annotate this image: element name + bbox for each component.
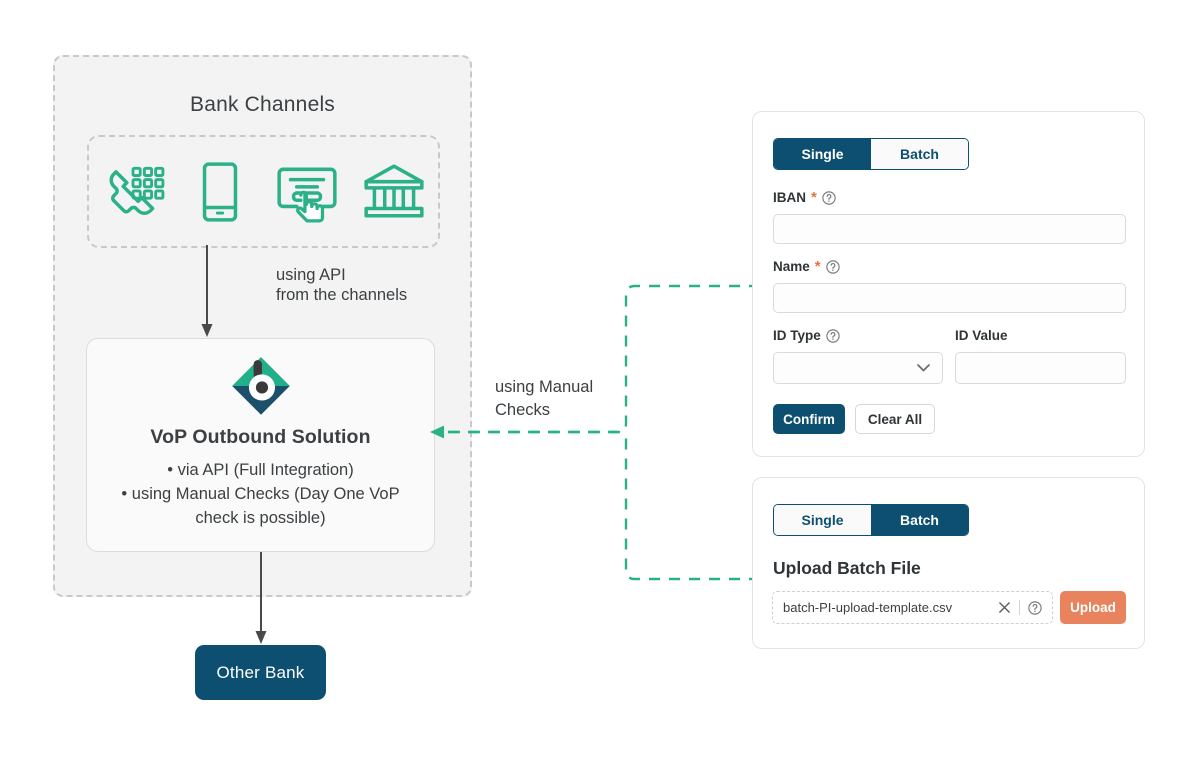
vop-outbound-solution-card: VoP Outbound Solution via API (Full Inte… xyxy=(86,338,435,552)
iban-input[interactable] xyxy=(773,214,1126,244)
vop-card-title: VoP Outbound Solution xyxy=(150,426,371,448)
id-type-label: ID Type xyxy=(773,328,840,343)
clear-all-button-label: Clear All xyxy=(867,411,923,427)
tab-batch-label: Batch xyxy=(900,512,939,528)
confirm-button[interactable]: Confirm xyxy=(773,404,845,434)
single-check-panel: Single Batch IBAN * Name * ID Type xyxy=(752,111,1145,457)
tab-single-label: Single xyxy=(801,146,844,162)
name-label: Name * xyxy=(773,259,840,274)
help-icon[interactable] xyxy=(826,328,840,343)
tab-batch-label: Batch xyxy=(900,146,939,162)
tab-single[interactable]: Single xyxy=(774,505,871,535)
vop-card-bullets: via API (Full Integration) using Manual … xyxy=(101,458,421,530)
help-icon[interactable] xyxy=(825,259,840,274)
other-bank-box: Other Bank xyxy=(195,645,326,700)
vop-bullet-item: via API (Full Integration) xyxy=(101,458,421,482)
id-value-label: ID Value xyxy=(955,328,1008,343)
divider xyxy=(1019,600,1020,615)
batch-upload-panel: Single Batch Upload Batch File batch-PI-… xyxy=(752,477,1145,649)
iban-label-text: IBAN xyxy=(773,190,806,205)
tab-batch[interactable]: Batch xyxy=(871,139,968,169)
id-value-label-text: ID Value xyxy=(955,328,1008,343)
iban-label: IBAN * xyxy=(773,190,836,205)
upload-button[interactable]: Upload xyxy=(1060,591,1126,624)
vop-brand-logo xyxy=(231,357,290,415)
channel-icons-group xyxy=(87,135,440,248)
name-label-text: Name xyxy=(773,259,810,274)
api-flow-arrow xyxy=(201,245,213,337)
bank-channels-title: Bank Channels xyxy=(189,93,336,116)
api-arrow-label: using API from the channels xyxy=(276,266,408,304)
other-bank-label: Other Bank xyxy=(216,662,305,682)
bank-building-icon xyxy=(364,163,424,217)
mobile-phone-icon xyxy=(202,161,238,222)
tab-batch[interactable]: Batch xyxy=(871,505,968,535)
tab-single-label: Single xyxy=(801,512,844,528)
tab-single[interactable]: Single xyxy=(774,139,871,169)
atm-terminal-icon xyxy=(277,167,337,223)
phone-keypad-icon xyxy=(109,166,164,215)
manual-checks-label: using Manual Checks xyxy=(495,378,594,419)
upload-button-label: Upload xyxy=(1070,600,1116,615)
required-asterisk: * xyxy=(811,189,817,206)
batch-panel-tab-group[interactable]: Single Batch xyxy=(773,504,969,536)
manual-checks-connector xyxy=(430,284,760,581)
close-icon[interactable] xyxy=(998,601,1011,614)
confirm-button-label: Confirm xyxy=(783,411,835,427)
help-icon[interactable] xyxy=(1028,600,1042,615)
name-input[interactable] xyxy=(773,283,1126,313)
help-icon[interactable] xyxy=(822,190,836,205)
id-value-input[interactable] xyxy=(955,352,1126,384)
single-panel-tab-group[interactable]: Single Batch xyxy=(773,138,969,170)
id-type-select[interactable] xyxy=(773,352,943,384)
file-drop-zone[interactable]: batch-PI-upload-template.csv xyxy=(772,591,1053,624)
id-type-label-text: ID Type xyxy=(773,328,821,343)
vop-bullet-item: using Manual Checks (Day One VoP check i… xyxy=(101,482,421,530)
clear-all-button[interactable]: Clear All xyxy=(855,404,935,434)
chevron-down-icon[interactable] xyxy=(917,364,930,373)
uploaded-file-name: batch-PI-upload-template.csv xyxy=(783,600,953,615)
upload-batch-file-title: Upload Batch File xyxy=(773,558,921,578)
other-bank-flow-arrow xyxy=(255,552,267,644)
required-asterisk: * xyxy=(814,258,821,275)
